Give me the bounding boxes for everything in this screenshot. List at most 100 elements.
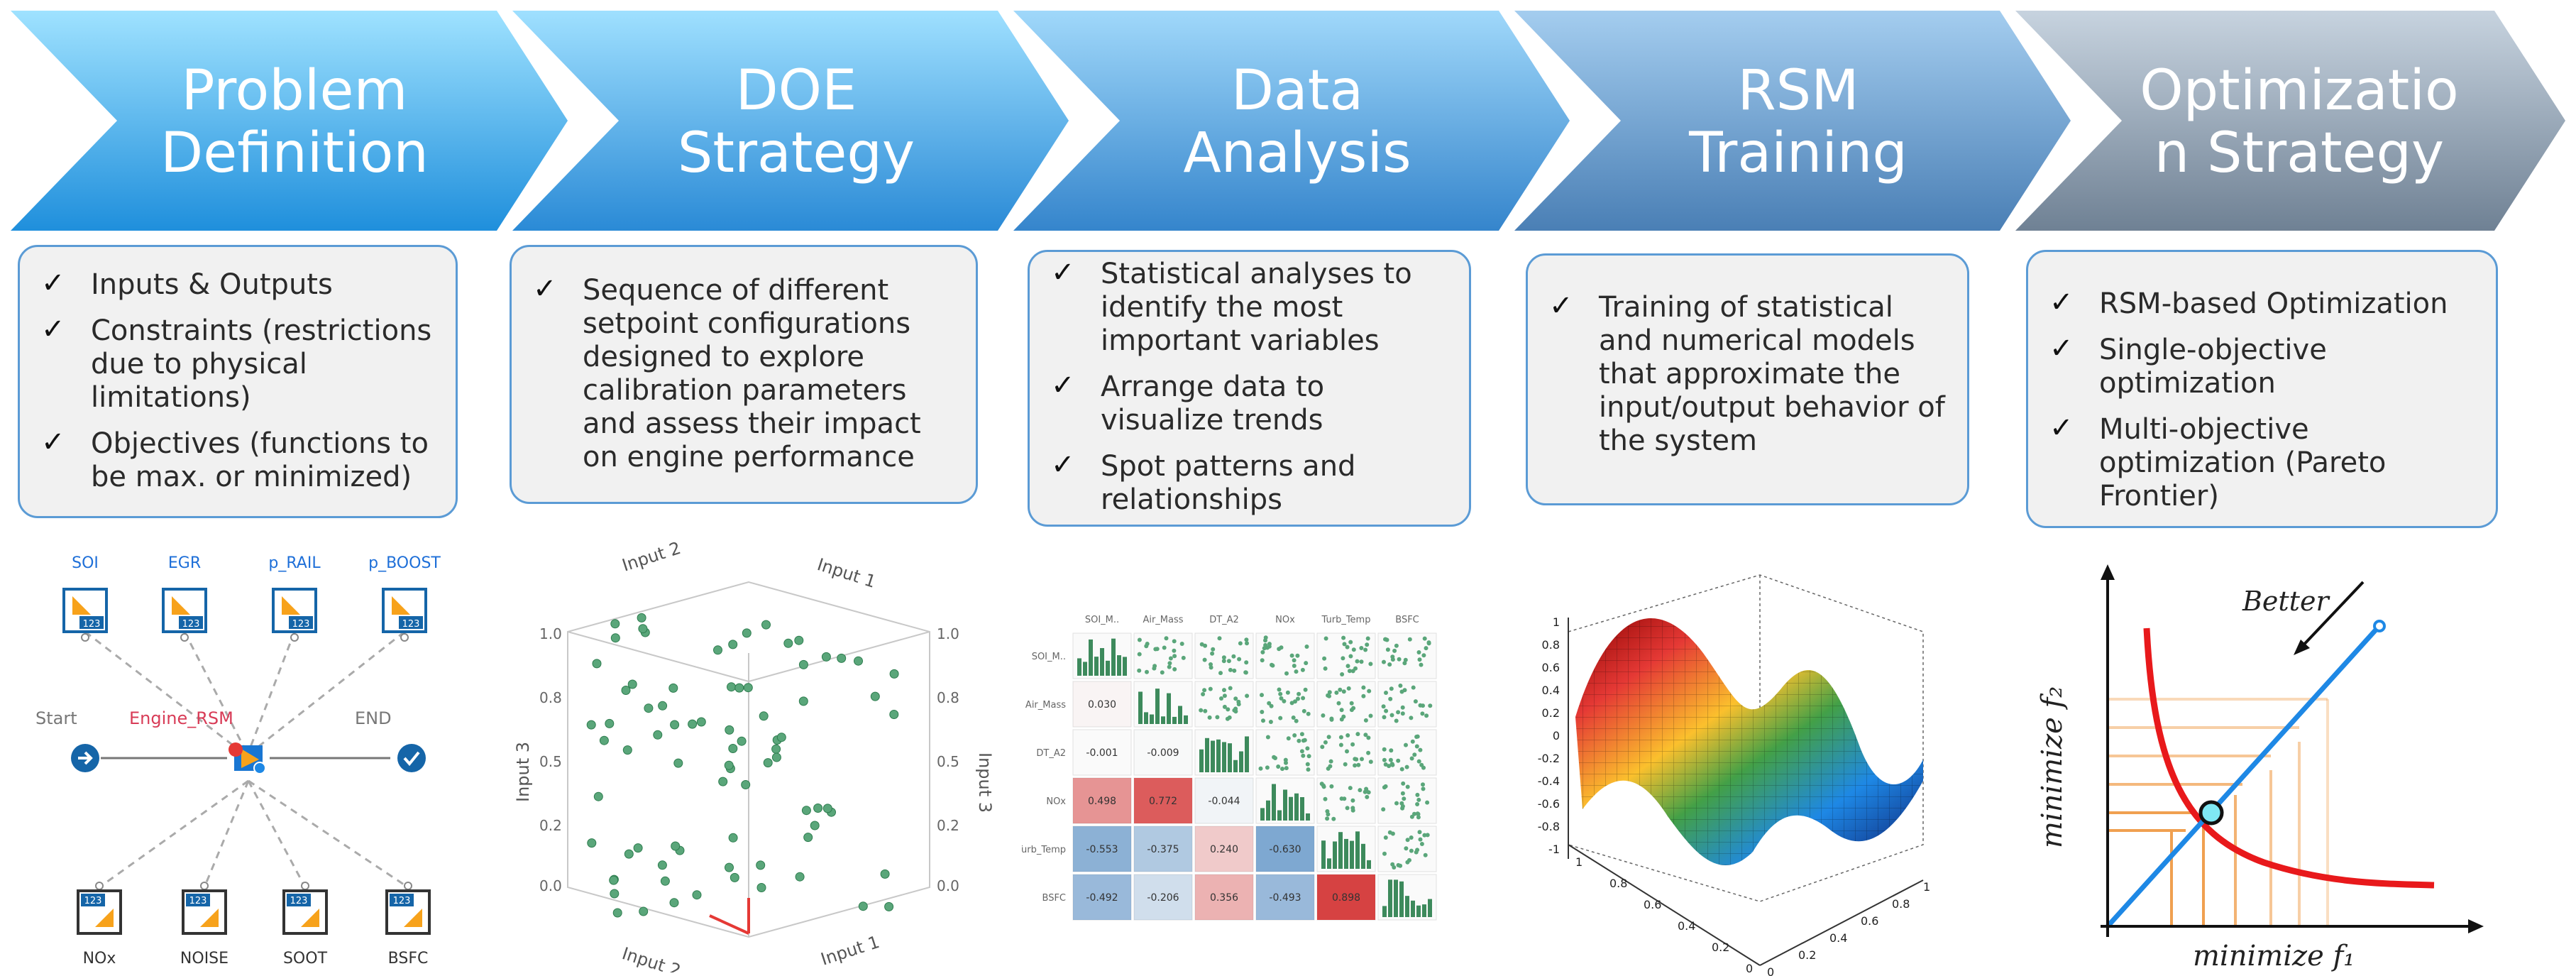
scatter-point: [1321, 784, 1326, 789]
axis-label: Input 1: [818, 932, 882, 970]
histogram-bar: [1338, 832, 1343, 869]
tick-label: 0.2: [937, 817, 959, 834]
scatter-point: [1421, 782, 1425, 787]
scatter-point: [1392, 648, 1397, 653]
scatter-point: [1425, 833, 1430, 838]
histogram-bar: [1228, 743, 1232, 772]
scatter-point: [1209, 662, 1213, 667]
scatter-point: [1359, 659, 1364, 664]
doe-point: [610, 633, 620, 643]
doe-point: [610, 889, 620, 899]
correlation-cell: [1195, 874, 1253, 920]
input-label: SOI: [72, 554, 99, 572]
doe-point: [592, 659, 602, 669]
matrix-col-label: Turb_Temp: [1321, 615, 1371, 625]
scatter-point: [1426, 641, 1431, 646]
scatter-point: [1327, 690, 1332, 695]
scatter-point: [1296, 696, 1300, 701]
scatter-point: [1199, 708, 1204, 713]
scatter-point: [1209, 665, 1213, 670]
scatter-point: [1243, 670, 1248, 675]
doe-point: [870, 691, 880, 701]
scatter-point: [1418, 837, 1423, 842]
tick-label: 0.8: [539, 689, 562, 706]
z-tick-label: 0.6: [1542, 661, 1560, 674]
scatter-point: [1304, 645, 1309, 649]
histogram-bar: [1416, 905, 1421, 917]
histogram-bar: [1350, 840, 1354, 869]
scatter-point: [1367, 689, 1372, 693]
svg-text:123: 123: [292, 619, 310, 630]
output-label: NOISE: [180, 950, 229, 967]
scatter-point: [1416, 797, 1421, 802]
doe-point: [801, 806, 811, 816]
scatter-point: [1407, 637, 1412, 642]
histogram-bar: [1161, 716, 1165, 724]
doe-point: [688, 719, 698, 729]
scatter-point: [1305, 746, 1310, 751]
scatter-point: [1422, 636, 1427, 641]
scatter-point: [1328, 759, 1333, 764]
scatter-point: [1276, 764, 1281, 769]
doe-point: [737, 736, 747, 746]
z-tick-label: -0.4: [1538, 774, 1560, 788]
y-tick-label: 0.4: [1829, 931, 1847, 945]
step-title-4: RSM Training: [1689, 59, 1908, 185]
scatter-point: [1338, 735, 1343, 740]
check-icon: ✓: [1051, 449, 1075, 481]
doe-point: [730, 872, 739, 882]
histogram-bar: [1144, 712, 1148, 724]
x-tick-label: 1: [1575, 855, 1583, 869]
doe-point: [668, 683, 678, 693]
scatter-point: [1282, 698, 1287, 703]
matrix-col-label: SOI_M..: [1085, 615, 1119, 625]
scatter-point: [1348, 640, 1353, 645]
card-item: ✓Arrange data to visualize trends: [1051, 369, 1325, 437]
scatter-point: [1323, 796, 1328, 801]
doe-point: [803, 833, 813, 843]
correlation-cell: [1256, 826, 1314, 872]
scatter-point: [1319, 782, 1324, 786]
z-tick-label: 0.2: [1542, 706, 1560, 720]
scatter-point: [1215, 715, 1220, 720]
scatter-point: [1261, 718, 1265, 723]
doe-point: [660, 876, 670, 886]
svg-text:123: 123: [290, 896, 308, 906]
doe-point: [653, 730, 663, 740]
doe-point: [858, 901, 868, 911]
check-icon: ✓: [533, 273, 557, 305]
scatter-point: [1172, 667, 1177, 671]
scatter-point: [1244, 660, 1249, 665]
scatter-point: [1404, 742, 1408, 747]
scatter-point: [1160, 670, 1165, 675]
scatter-point: [1414, 744, 1419, 749]
doe-point: [771, 752, 781, 762]
pareto-frontier-plot: Better minimize f₂ minimize f₁: [2036, 564, 2484, 972]
scatter-point: [1385, 647, 1390, 652]
correlation-cell: [1134, 874, 1192, 920]
x-tick-label: 0: [1746, 962, 1753, 975]
chevron-step-5: [2015, 11, 2565, 231]
scatter-point: [1286, 736, 1291, 741]
histogram-bar: [1100, 648, 1104, 676]
doe-point: [810, 821, 820, 830]
svg-text:123: 123: [402, 619, 420, 630]
scatter-point: [1284, 766, 1289, 771]
scatter-point: [1366, 750, 1371, 755]
scatter-point: [1409, 848, 1414, 853]
scatter-point: [1418, 747, 1423, 752]
scatter-point: [1355, 659, 1360, 664]
doe-point: [741, 780, 751, 789]
input-label: p_RAIL: [268, 554, 321, 572]
scatter-point: [1382, 715, 1387, 720]
histogram-bar: [1239, 751, 1243, 772]
doe-point: [822, 804, 832, 813]
scatter-point: [1424, 646, 1429, 651]
histogram-bar: [1300, 797, 1304, 821]
scatter-point: [1405, 784, 1410, 789]
scatter-point: [1347, 669, 1352, 674]
histogram-bar: [1266, 800, 1270, 821]
scatter-point: [1323, 740, 1328, 745]
scatter-point: [1208, 686, 1213, 691]
